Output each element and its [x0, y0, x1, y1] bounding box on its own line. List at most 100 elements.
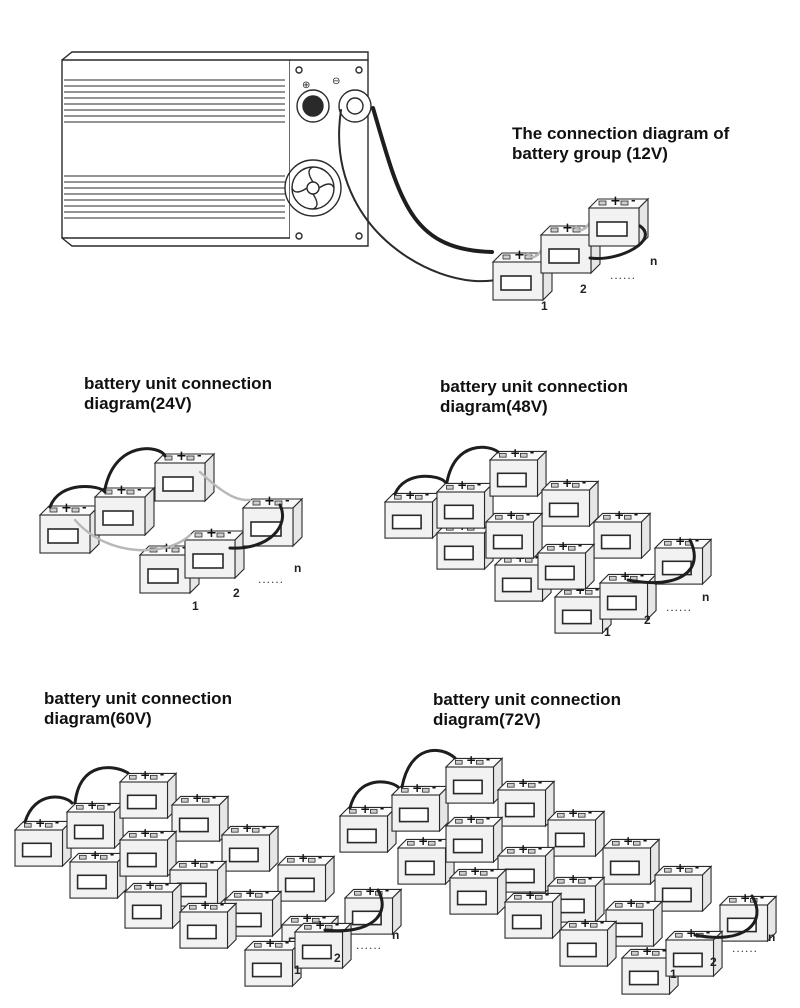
terminal-icon	[520, 452, 528, 458]
terminal-icon	[475, 759, 484, 765]
plus-sign-icon: +	[614, 508, 624, 522]
battery-window	[452, 779, 483, 795]
terminal-icon	[572, 482, 580, 488]
battery-index-2: 2	[580, 282, 587, 296]
plus-sign-icon: +	[192, 791, 202, 805]
battery-window	[661, 887, 692, 903]
battery-icon: +-	[220, 821, 280, 873]
battery-window	[73, 824, 104, 840]
plus-sign-icon: +	[116, 483, 127, 498]
plus-sign-icon: +	[623, 834, 633, 848]
terminal-icon	[590, 922, 598, 928]
plus-sign-icon: +	[145, 878, 155, 892]
battery-window	[178, 817, 209, 833]
battery-window	[231, 912, 262, 928]
index-labels-24v: 1 2 ...... n	[192, 561, 301, 613]
battery-window	[346, 828, 377, 844]
title-line-1: battery unit connection	[44, 689, 232, 708]
battery-side	[640, 512, 651, 560]
minus-sign-icon: -	[486, 754, 490, 766]
minus-sign-icon: -	[530, 447, 534, 459]
battery-group-60v: +-+-+-+-+-+-+-+-+-+-+-+-+-+-+-+-	[13, 766, 403, 988]
battery-icon: +-	[598, 569, 658, 621]
battery-window	[21, 842, 52, 858]
terminal-icon	[254, 942, 262, 948]
plus-sign-icon: +	[176, 449, 187, 464]
minus-sign-icon: -	[706, 927, 710, 939]
terminal-icon	[550, 227, 559, 233]
battery-icon: +-	[178, 898, 238, 950]
terminal-icon	[675, 932, 683, 938]
battery-icon: +-	[664, 926, 724, 978]
minus-sign-icon: -	[582, 477, 586, 489]
terminal-icon	[528, 848, 536, 854]
terminal-icon	[231, 827, 239, 833]
terminal-icon	[100, 854, 108, 860]
terminal-icon	[421, 787, 430, 793]
battery-icon: +-	[653, 861, 713, 913]
diagram-title-12v: The connection diagram of battery group …	[512, 124, 729, 164]
battery-icon: +-	[540, 476, 600, 528]
cable-jumper	[73, 518, 192, 552]
battery-window	[47, 528, 79, 544]
index-labels-72v: 1 2 ...... n	[670, 930, 775, 981]
terminal-icon	[507, 848, 515, 854]
plus-sign-icon: +	[265, 936, 275, 950]
battery-window	[452, 838, 483, 854]
terminal-icon	[615, 902, 623, 908]
screw-icon	[295, 66, 303, 74]
battery-window	[404, 860, 435, 876]
index-labels-12v: 1 2 ...... n	[541, 254, 657, 313]
title-line-2: diagram(60V)	[44, 709, 152, 728]
plus-sign-icon: +	[562, 221, 573, 236]
battery-icon: +-	[68, 848, 128, 900]
minus-sign-icon: -	[631, 194, 636, 207]
plus-sign-icon: +	[190, 856, 200, 870]
terminal-icon	[502, 254, 511, 260]
battery-window	[609, 860, 640, 876]
terminal-icon	[407, 840, 415, 846]
terminal-icon	[427, 840, 436, 846]
terminal-icon	[76, 804, 84, 810]
title-line-1: The connection diagram of	[512, 124, 730, 143]
battery-window	[554, 832, 585, 848]
title-line-2: diagram(48V)	[440, 397, 548, 416]
plus-sign-icon: +	[61, 501, 72, 516]
title-line-1: battery unit connection	[440, 377, 628, 396]
minus-sign-icon: -	[318, 852, 322, 864]
terminal-icon	[154, 884, 163, 890]
cable-negative	[588, 224, 647, 260]
terminal-icon	[598, 200, 607, 206]
battery-icon: +-	[496, 776, 556, 828]
minus-sign-icon: -	[695, 535, 699, 547]
inverter-body	[61, 59, 291, 239]
minus-sign-icon: -	[760, 892, 764, 904]
battery-icon: +-	[558, 916, 618, 968]
index-labels-48v: 1 2 ...... n	[604, 590, 709, 639]
battery-window	[456, 890, 487, 906]
battery-side	[701, 865, 712, 913]
plus-sign-icon: +	[360, 802, 370, 816]
cable-negative	[393, 474, 447, 496]
minus-sign-icon: -	[490, 865, 494, 877]
battery-icon: +-	[484, 508, 544, 560]
battery-icon: +-	[153, 449, 216, 503]
terminal-icon	[507, 782, 515, 788]
battery-window	[566, 942, 597, 958]
minus-sign-icon: -	[165, 879, 169, 891]
terminal-icon	[631, 950, 639, 956]
battery-window	[500, 275, 532, 291]
terminal-icon	[652, 950, 660, 956]
minus-sign-icon: -	[380, 803, 384, 815]
battery-icon: +-	[390, 781, 450, 833]
minus-sign-icon: -	[335, 919, 339, 931]
terminal-icon	[129, 832, 137, 838]
battery-index-2: 2	[710, 955, 717, 969]
terminal-icon	[369, 808, 378, 814]
battery-icon: +-	[444, 812, 504, 864]
minus-sign-icon: -	[227, 526, 232, 539]
plus-sign-icon: +	[558, 539, 568, 553]
terminal-icon	[455, 818, 463, 824]
minus-sign-icon: -	[432, 782, 436, 794]
minus-sign-icon: -	[535, 552, 539, 564]
